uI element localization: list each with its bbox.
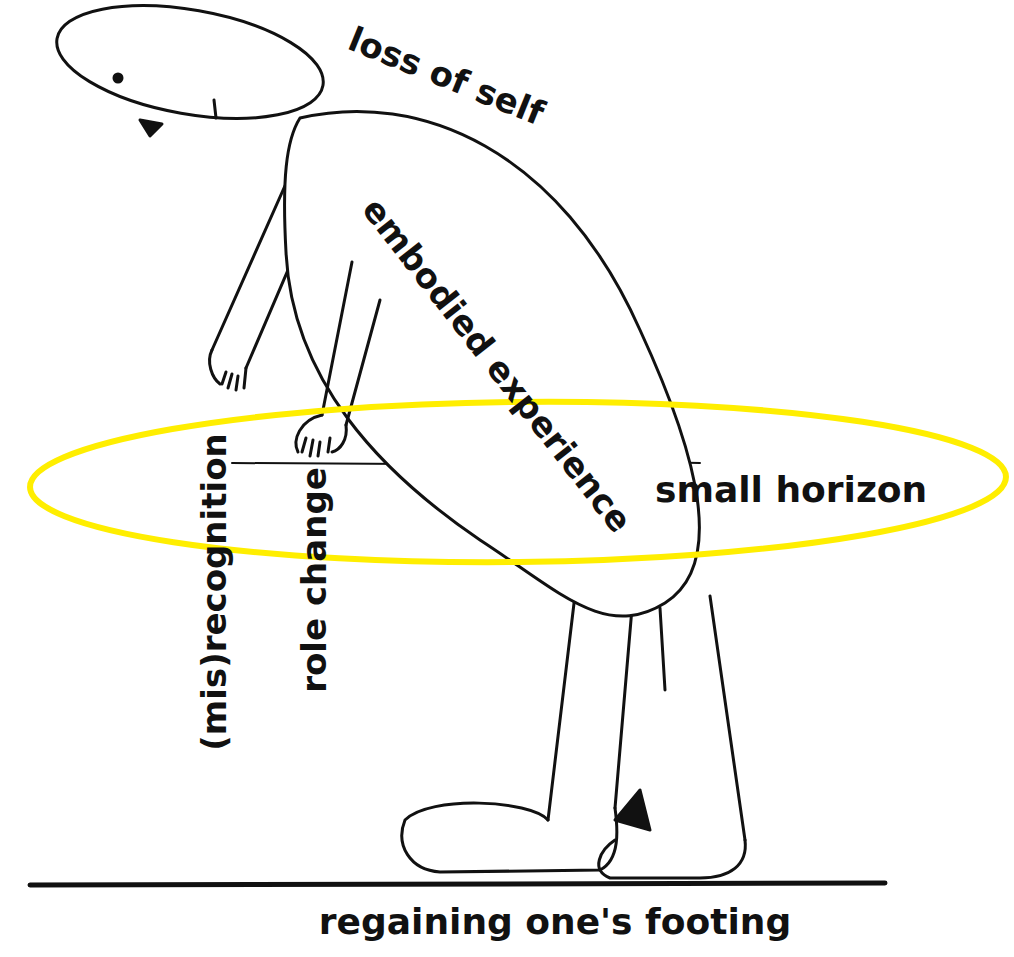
foot xyxy=(402,803,617,872)
eye xyxy=(114,74,122,82)
back-hand xyxy=(210,350,246,390)
head xyxy=(48,0,332,137)
theme-label: (mis)recognition xyxy=(197,433,231,750)
shadow xyxy=(615,790,650,830)
theme-label: role change xyxy=(297,467,331,693)
horizon-line xyxy=(232,463,410,464)
ground-label: regaining one's footing xyxy=(319,904,791,940)
mouth xyxy=(214,100,216,118)
theme-label: small horizon xyxy=(655,472,927,508)
leg xyxy=(548,595,632,820)
highlight-ellipse xyxy=(29,397,1007,567)
nose xyxy=(140,120,162,136)
front-arm xyxy=(322,262,380,425)
front-hand xyxy=(296,415,346,456)
ground-line xyxy=(30,883,885,885)
leg xyxy=(660,596,745,840)
body xyxy=(285,111,700,616)
foot xyxy=(599,840,746,878)
